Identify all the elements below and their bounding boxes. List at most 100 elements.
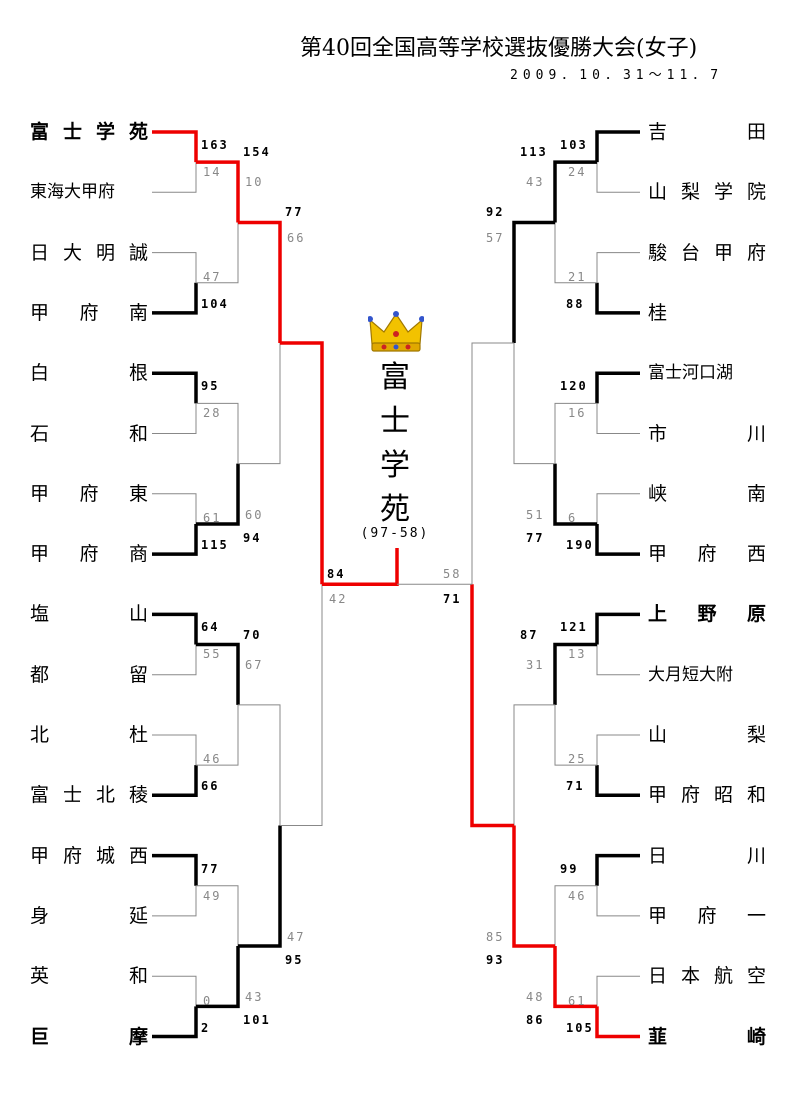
right-team-name: 山梨学院 [648,180,766,204]
score-label: 101 [243,1013,271,1028]
left-team-name: 白根 [30,361,148,385]
bracket-line [196,946,240,1009]
right-team-name: 甲府昭和 [648,783,766,807]
team-name-char: 白 [30,362,50,385]
score-label: 103 [560,138,588,152]
score-label: 0 [203,993,213,1008]
bracket-line [152,162,197,193]
team-name-char: 台 [680,241,700,264]
bracket-line [152,853,198,886]
bracket-line [596,403,640,434]
score-label: 64 [201,620,220,635]
right-team-name: 吉田 [648,120,766,144]
bracket-line [238,825,282,948]
right-team-name: 上野原 [648,602,766,626]
left-team-name: 東海大甲府 [30,182,115,203]
bracket-line [596,252,640,283]
bracket-line [595,853,640,886]
team-name-char: 巨 [30,1025,50,1048]
bracket-line [152,371,198,404]
right-team-name: 峡南 [648,482,766,506]
bracket-line [512,220,555,344]
team-name-char: 士 [62,121,82,143]
left-team-name: 富士学苑 [30,120,148,144]
bracket-line [280,341,324,585]
score-label: 10 [245,175,264,190]
bracket-line [595,1006,640,1039]
team-name-char: 苑 [128,121,148,143]
score-label: 86 [526,1013,545,1028]
team-name-char: 杜 [128,724,148,746]
bracket-line [280,584,323,826]
score-label: 77 [285,205,304,220]
bracket-line [152,975,197,1007]
bracket-line [595,612,640,645]
team-name-char: 崎 [746,1025,766,1048]
team-name-char: 甲 [30,543,50,566]
team-name-char: 摩 [128,1025,148,1048]
team-name-char: 甲 [648,543,668,566]
bracket-line [513,704,555,826]
team-name-char: 野 [697,603,717,626]
score-label: 49 [203,888,222,903]
team-name-char: 梨 [746,724,766,746]
score-label: 85 [486,930,505,945]
score-label: 95 [201,379,220,394]
bracket-line [196,160,240,223]
team-name-char: 日 [30,241,50,264]
team-name-char: 府 [79,543,99,566]
team-name-char: 桂 [648,301,668,324]
champion-name-char: 学 [380,448,410,483]
score-label: 47 [203,269,222,284]
left-team-name: 塩山 [30,602,148,626]
score-label: 113 [520,145,548,160]
bracket-line [196,704,239,766]
score-label: 14 [203,165,222,179]
bracket-line [595,282,640,315]
score-label: 25 [568,752,587,767]
team-name-char: 本 [680,965,700,988]
score-label: 43 [526,175,545,190]
team-name-char: 院 [746,181,766,204]
team-name-char: 稜 [128,784,148,807]
right-team-name: 日川 [648,844,766,868]
score-label: 61 [568,993,587,1008]
team-name-char: 原 [746,603,766,626]
team-name-char: 昭 [713,784,733,807]
bracket-line [554,402,597,464]
bracket-line [553,463,597,526]
team-name-char: 吉 [648,121,668,143]
bracket-line [152,493,197,524]
right-team-name: 大月短大附 [648,664,733,685]
team-name-char: 西 [746,543,766,566]
score-label: 88 [566,296,585,311]
team-name-char: 北 [95,784,115,807]
team-name-char: 甲 [30,301,50,324]
team-name-char: 大 [62,241,82,264]
bracket-line [152,644,197,676]
bracket-line [152,1006,198,1039]
team-name-char: 留 [128,663,148,686]
bracket-line [553,160,597,223]
score-label: 42 [329,592,348,607]
score-label: 93 [486,953,505,968]
score-label: 190 [566,538,594,553]
right-team-name: 駿台甲府 [648,241,766,265]
left-team-name: 身延 [30,904,148,928]
bracket-line [596,885,640,917]
team-name-char: 都 [30,663,50,686]
bracket-line [595,765,640,798]
score-label: 163 [201,138,229,152]
final-score: (97-58) [360,526,430,541]
score-label: 71 [566,779,585,794]
team-name-char: 府 [79,301,99,324]
score-label: 57 [486,231,505,246]
team-name-char: 航 [713,965,733,988]
score-label: 28 [203,406,222,421]
bracket-line [152,523,198,556]
team-name-char: 甲 [713,241,733,264]
bracket-line [196,222,239,284]
left-team-name: 都留 [30,663,148,687]
bracket-line [152,282,198,315]
